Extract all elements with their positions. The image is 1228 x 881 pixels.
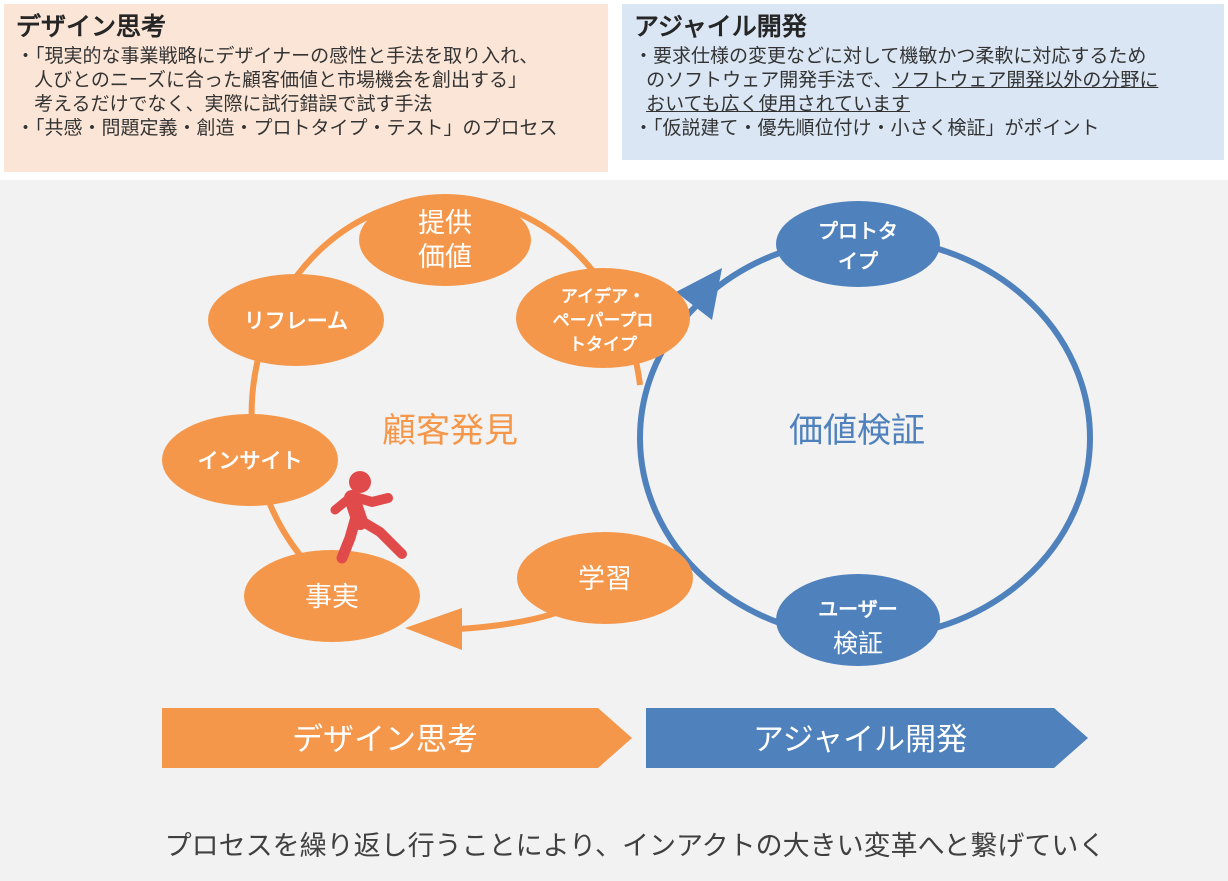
design-thinking-line-3: 考えるだけでなく、実際に試行錯誤で試す手法 xyxy=(16,93,433,115)
running-person-icon xyxy=(330,471,407,564)
node-user-label-2: 検証 xyxy=(833,629,883,658)
node-reframe: リフレーム xyxy=(208,274,384,366)
diagram-area: 提供 価値 アイデア・ ペーパープロ トタイプ リフレーム インサイト 事実 学… xyxy=(0,180,1228,806)
node-learning-label: 学習 xyxy=(578,564,632,595)
agile-title: アジャイル開発 xyxy=(634,12,807,41)
node-idea-label-1: アイデア・ xyxy=(561,286,645,307)
agile-line-2: のソフトウェア開発手法で、ソフトウェア開発以外の分野に xyxy=(634,68,1212,92)
agile-line-4: ・「仮説建て・優先順位付け・小さく検証」がポイント xyxy=(634,117,1100,139)
design-thinking-line-2: 人びとのニーズに合った顧客価値と市場機会を創出する」 xyxy=(16,69,527,91)
agile-line-2-underlined: ソフトウェア開発以外の分野に xyxy=(892,69,1159,91)
node-user-label-1: ユーザー xyxy=(818,597,898,621)
node-prototype: プロトタ イプ xyxy=(776,201,940,287)
node-insight-label: インサイト xyxy=(198,449,303,473)
design-thinking-title: デザイン思考 xyxy=(16,12,167,41)
value-verification-label: 価値検証 xyxy=(789,411,925,451)
agile-cycle-arrowhead xyxy=(676,268,722,320)
agile-line-3-underlined: おいても広く使用されています xyxy=(646,93,911,115)
agile-line-3: おいても広く使用されています xyxy=(634,92,1212,116)
footer-banner: プロセスを繰り返し行うことにより、インアクトの大きい変革へと繋げていく xyxy=(0,806,1228,881)
node-user-verification: ユーザー 検証 xyxy=(776,574,940,666)
customer-discovery-label: 顧客発見 xyxy=(382,411,518,451)
node-reframe-label: リフレーム xyxy=(244,309,348,333)
node-teikyo-label-2: 価値 xyxy=(418,242,472,273)
design-thinking-arrow-label: デザイン思考 xyxy=(292,722,478,758)
design-thinking-box: デザイン思考 ・「現実的な事業戦略にデザイナーの感性と手法を取り入れ、 人びとの… xyxy=(4,4,608,172)
agile-arrow-label: アジャイル開発 xyxy=(753,722,967,758)
footer-message: プロセスを繰り返し行うことにより、インアクトの大きい変革へと繋げていく xyxy=(164,831,1106,862)
agile-line-1: ・要求仕様の変更などに対して機敏かつ柔軟に対応するため xyxy=(634,45,1147,67)
design-thinking-arrow: デザイン思考 xyxy=(162,708,632,768)
agile-arrow: アジャイル開発 xyxy=(646,708,1088,768)
node-prototype-label-1: プロトタ xyxy=(818,219,898,243)
node-idea-label-3: トタイプ xyxy=(569,334,638,355)
node-teikyo-label-1: 提供 xyxy=(418,208,472,239)
node-idea-label-2: ペーパープロ xyxy=(553,310,654,331)
node-idea-paper-prototype: アイデア・ ペーパープロ トタイプ xyxy=(516,268,690,368)
design-thinking-line-1: ・「現実的な事業戦略にデザイナーの感性と手法を取り入れ、 xyxy=(16,45,539,67)
node-prototype-label-2: イプ xyxy=(838,249,879,273)
node-fact: 事実 xyxy=(244,550,420,642)
cycle-diagram: 提供 価値 アイデア・ ペーパープロ トタイプ リフレーム インサイト 事実 学… xyxy=(162,194,1093,768)
design-cycle-arrowhead xyxy=(405,608,462,650)
node-fact-label: 事実 xyxy=(305,582,359,613)
node-insight: インサイト xyxy=(162,414,338,506)
agile-box: アジャイル開発 ・要求仕様の変更などに対して機敏かつ柔軟に対応するため のソフト… xyxy=(622,4,1224,160)
node-learning: 学習 xyxy=(517,532,693,624)
design-thinking-line-4: ・「共感・問題定義・創造・プロトタイプ・テスト」のプロセス xyxy=(16,117,558,139)
agile-line-2-prefix: のソフトウェア開発手法で、 xyxy=(634,69,893,91)
node-teikyo-kachi: 提供 価値 xyxy=(359,194,531,286)
